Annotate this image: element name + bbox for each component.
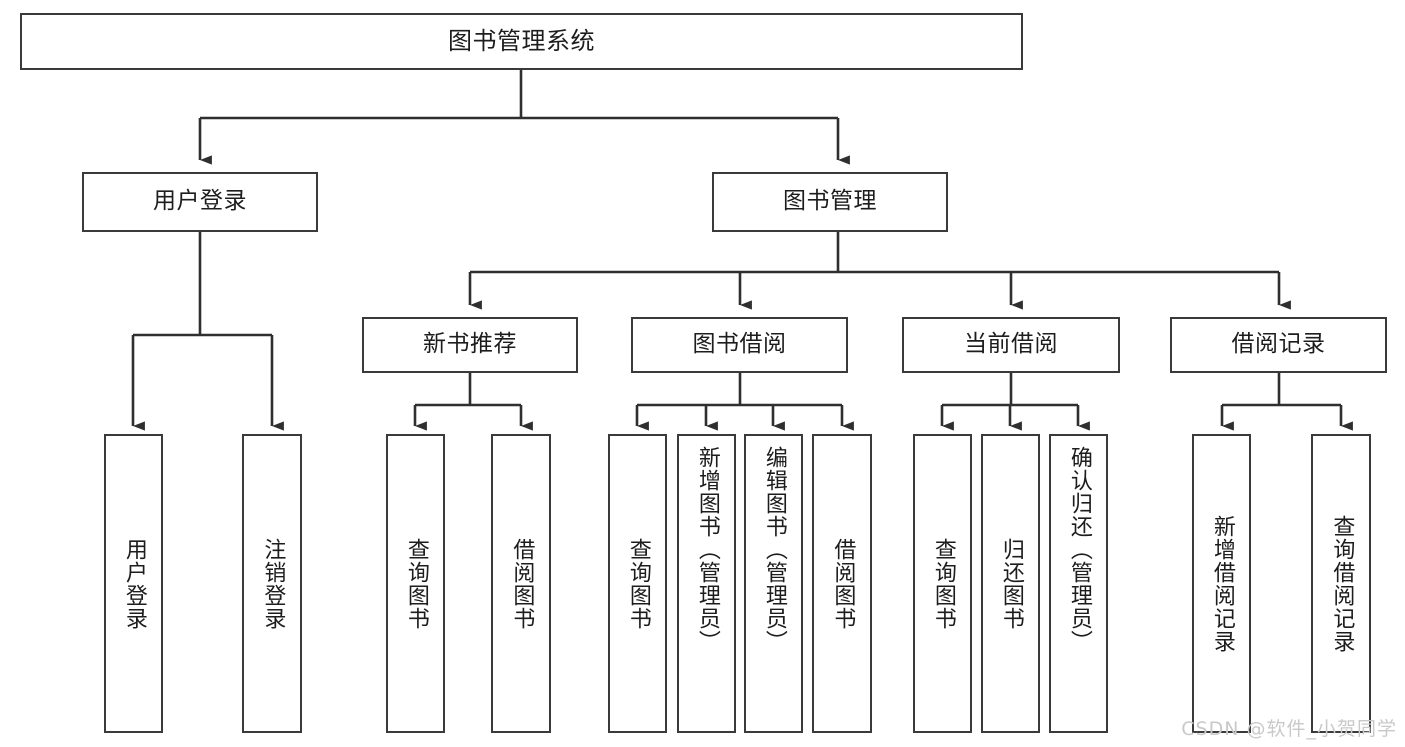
node-root-label: 图书管理系统 [448, 27, 595, 56]
node-new-book-recommend[interactable]: 新书推荐 [362, 317, 578, 373]
leaf-return-book-label: 归还图书 [998, 537, 1024, 630]
leaf-logout-login[interactable]: 注销登录 [242, 434, 302, 733]
leaf-borrow-book-2[interactable]: 借阅图书 [812, 434, 872, 733]
node-user-login[interactable]: 用户登录 [82, 172, 318, 232]
leaf-borrow-book-2-label: 借阅图书 [830, 537, 856, 630]
leaf-query-record[interactable]: 查询借阅记录 [1311, 434, 1371, 733]
node-borrow-record-label: 借阅记录 [1231, 331, 1326, 358]
leaf-confirm-return[interactable]: 确认归还（管理员） [1049, 434, 1108, 733]
leaf-query-record-label: 查询借阅记录 [1329, 514, 1355, 653]
leaf-logout-login-label: 注销登录 [260, 537, 286, 630]
leaf-borrow-book-1[interactable]: 借阅图书 [491, 434, 551, 733]
node-user-login-label: 用户登录 [153, 188, 247, 215]
node-current-borrow[interactable]: 当前借阅 [902, 317, 1120, 373]
leaf-query-book-2[interactable]: 查询图书 [608, 434, 667, 733]
leaf-user-login[interactable]: 用户登录 [104, 434, 163, 733]
leaf-confirm-return-label: 确认归还（管理员） [1066, 446, 1092, 653]
leaf-query-book-2-label: 查询图书 [625, 537, 651, 630]
leaf-add-record-label: 新增借阅记录 [1209, 514, 1235, 653]
node-current-borrow-label: 当前借阅 [964, 331, 1058, 358]
leaf-query-book-3[interactable]: 查询图书 [913, 434, 972, 733]
node-new-book-recommend-label: 新书推荐 [423, 331, 517, 358]
node-book-manage[interactable]: 图书管理 [712, 172, 948, 232]
leaf-query-book-3-label: 查询图书 [930, 537, 956, 630]
leaf-add-record[interactable]: 新增借阅记录 [1192, 434, 1251, 733]
node-book-borrow-label: 图书借阅 [692, 331, 787, 358]
node-root[interactable]: 图书管理系统 [20, 13, 1023, 70]
leaf-query-book-1-label: 查询图书 [403, 537, 429, 630]
leaf-query-book-1[interactable]: 查询图书 [386, 434, 445, 733]
leaf-add-book[interactable]: 新增图书（管理员） [677, 434, 736, 733]
node-book-borrow[interactable]: 图书借阅 [631, 317, 848, 373]
leaf-return-book[interactable]: 归还图书 [981, 434, 1040, 733]
leaf-user-login-label: 用户登录 [121, 537, 147, 630]
leaf-edit-book[interactable]: 编辑图书（管理员） [744, 434, 803, 733]
csdn-watermark: CSDN @软件_小贺同学 [1181, 718, 1397, 740]
leaf-borrow-book-1-label: 借阅图书 [509, 537, 535, 630]
leaf-edit-book-label: 编辑图书（管理员） [761, 446, 787, 653]
node-borrow-record[interactable]: 借阅记录 [1170, 317, 1387, 373]
leaf-add-book-label: 新增图书（管理员） [694, 446, 720, 653]
node-book-manage-label: 图书管理 [783, 188, 877, 215]
